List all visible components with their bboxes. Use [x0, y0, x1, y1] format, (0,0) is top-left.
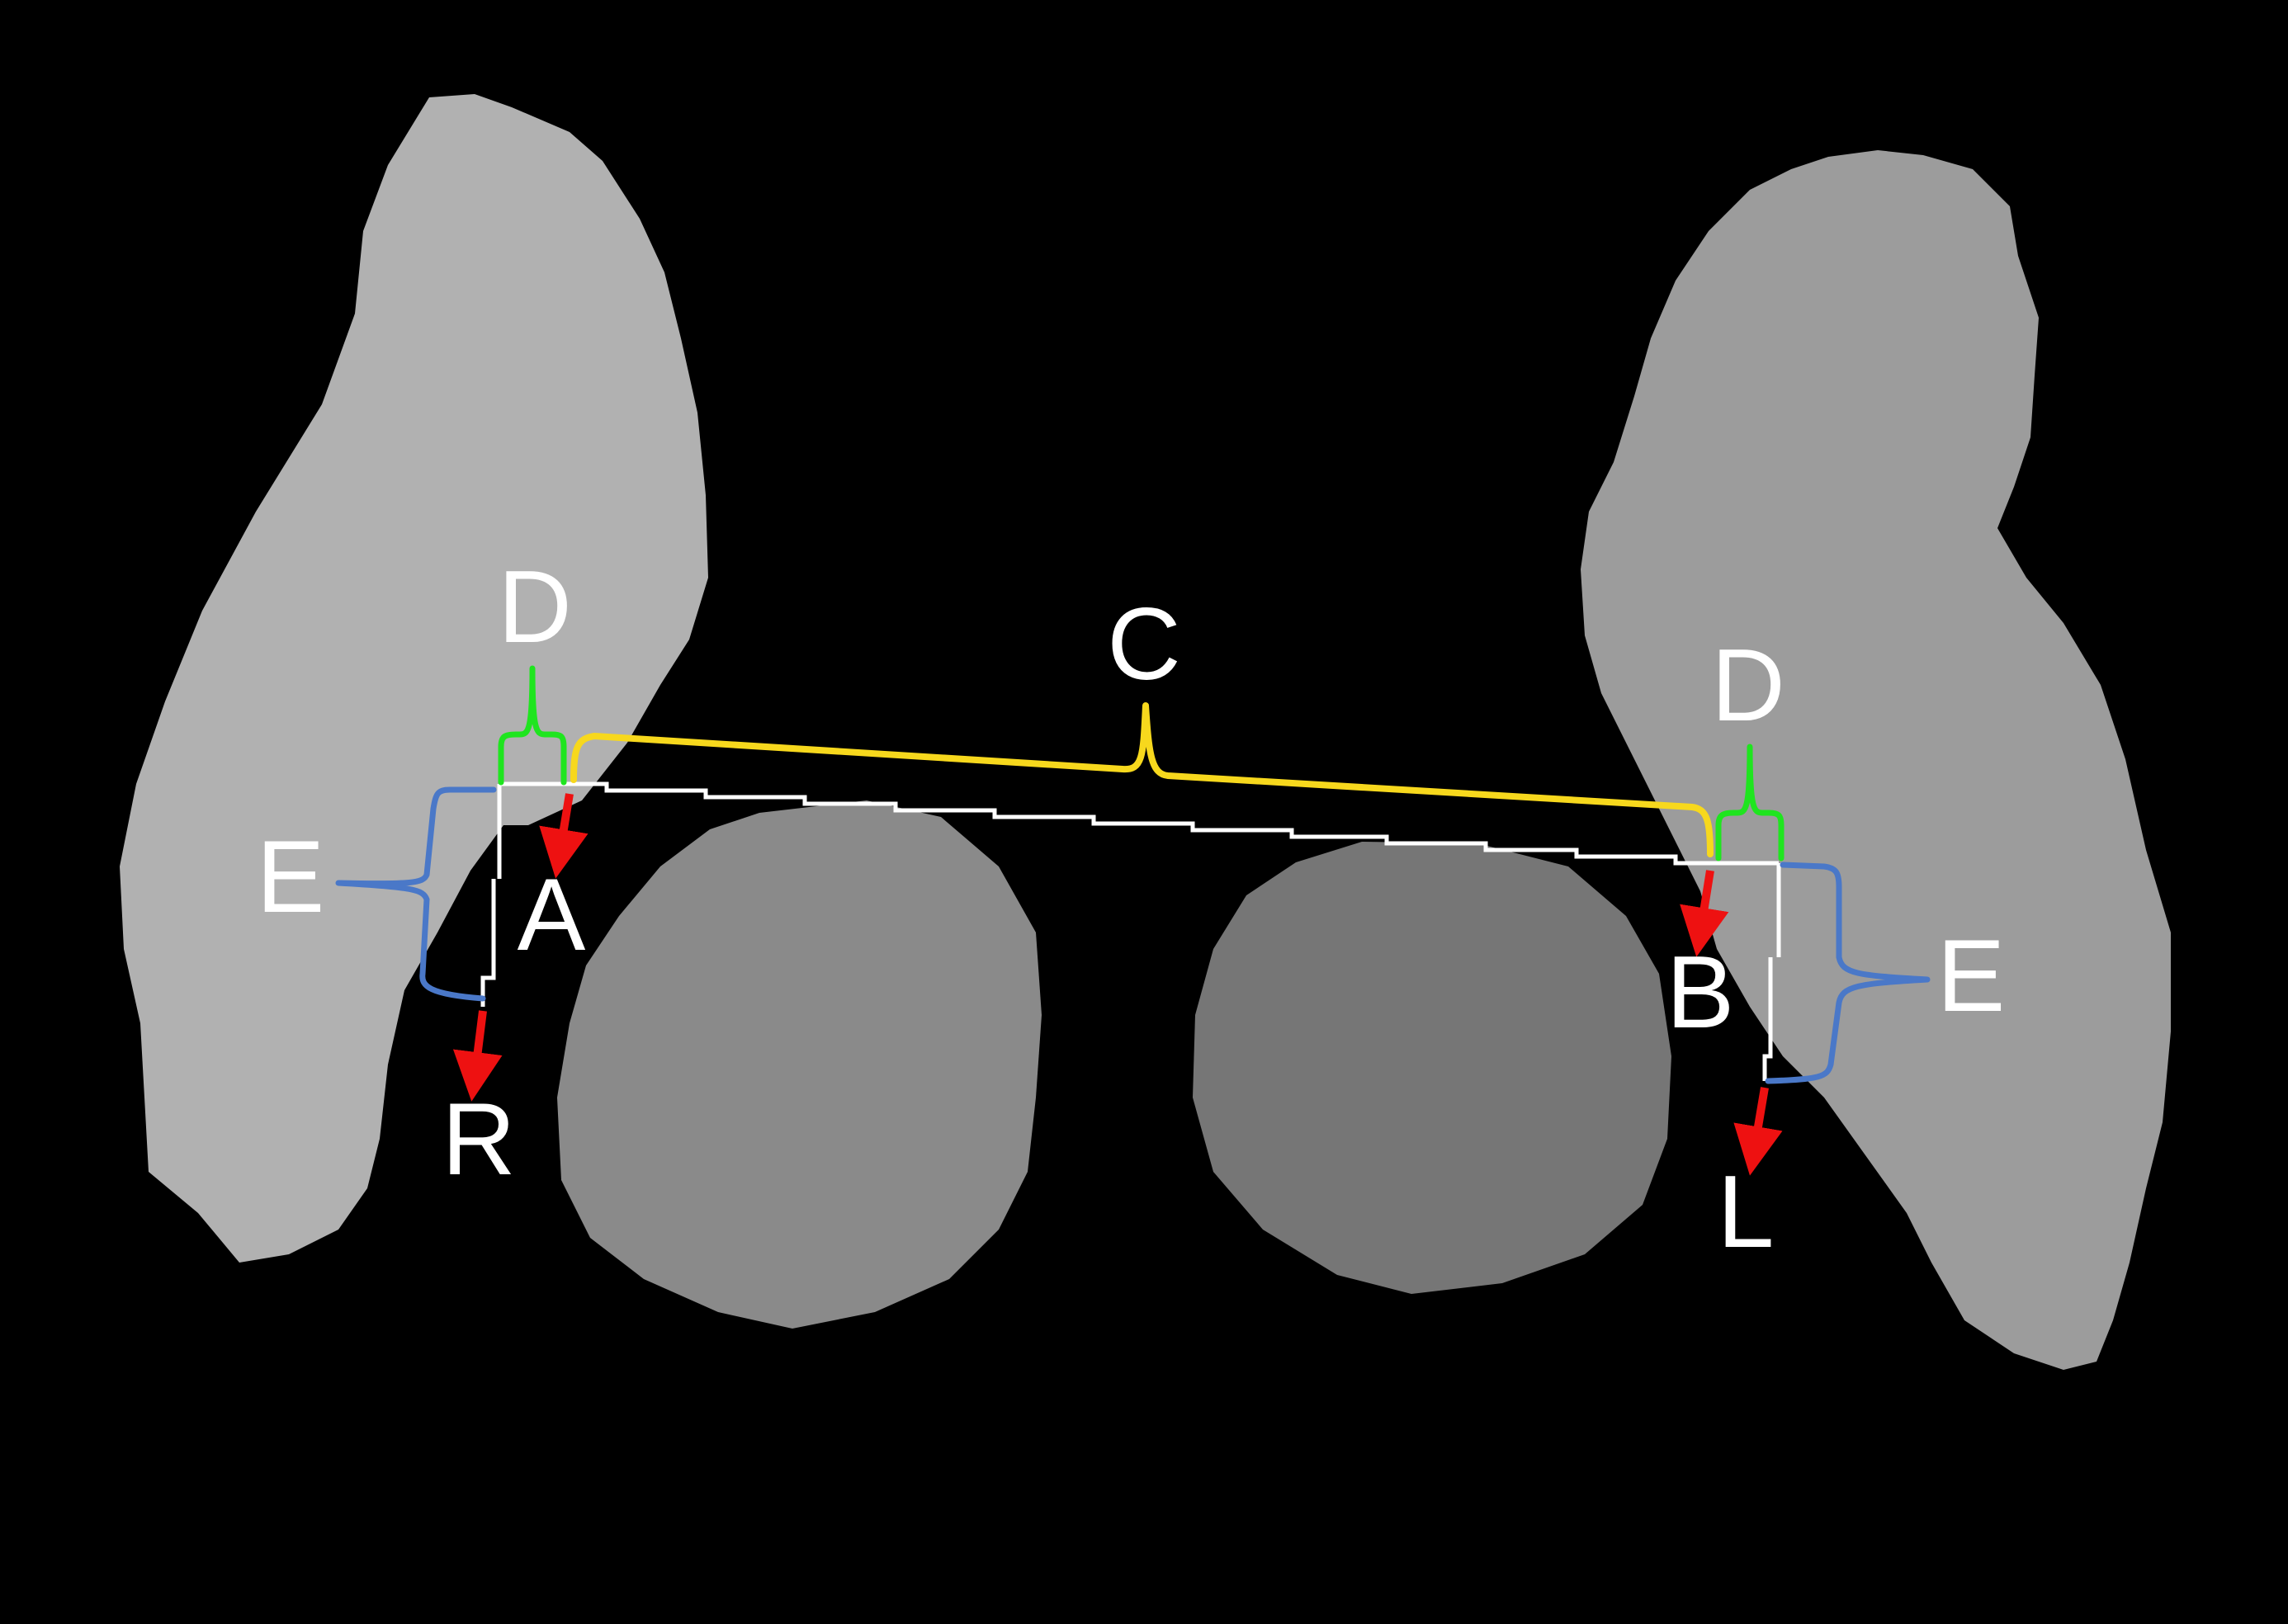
label-b: B: [1666, 936, 1735, 1050]
label-d-right: D: [1711, 629, 1785, 743]
bracket-d-left: [498, 665, 567, 786]
label-e-right: E: [1937, 919, 2006, 1033]
label-d-left: D: [498, 550, 572, 664]
label-r: R: [442, 1083, 516, 1197]
left-vertical-line-lower: [480, 879, 496, 1007]
left-structure: [120, 94, 708, 1263]
arrow-l: [1733, 1087, 1783, 1176]
label-l: L: [1718, 1155, 1775, 1269]
label-c: C: [1107, 588, 1181, 701]
bracket-d-right: [1715, 744, 1785, 862]
left-round-structure: [557, 800, 1042, 1329]
arrow-b: [1680, 870, 1729, 957]
measurement-line: [499, 781, 1779, 866]
label-a: A: [518, 858, 586, 972]
right-structure: [1581, 150, 2171, 1370]
arrow-r: [452, 1010, 503, 1102]
right-round-structure: [1193, 842, 1671, 1294]
label-e-left: E: [257, 820, 325, 934]
bracket-e-left: [335, 786, 497, 1002]
arrow-a: [539, 793, 589, 879]
right-vertical-line-lower: [1762, 957, 1773, 1081]
bracket-e-right: [1765, 862, 1931, 1084]
bracket-c: [570, 702, 1714, 857]
